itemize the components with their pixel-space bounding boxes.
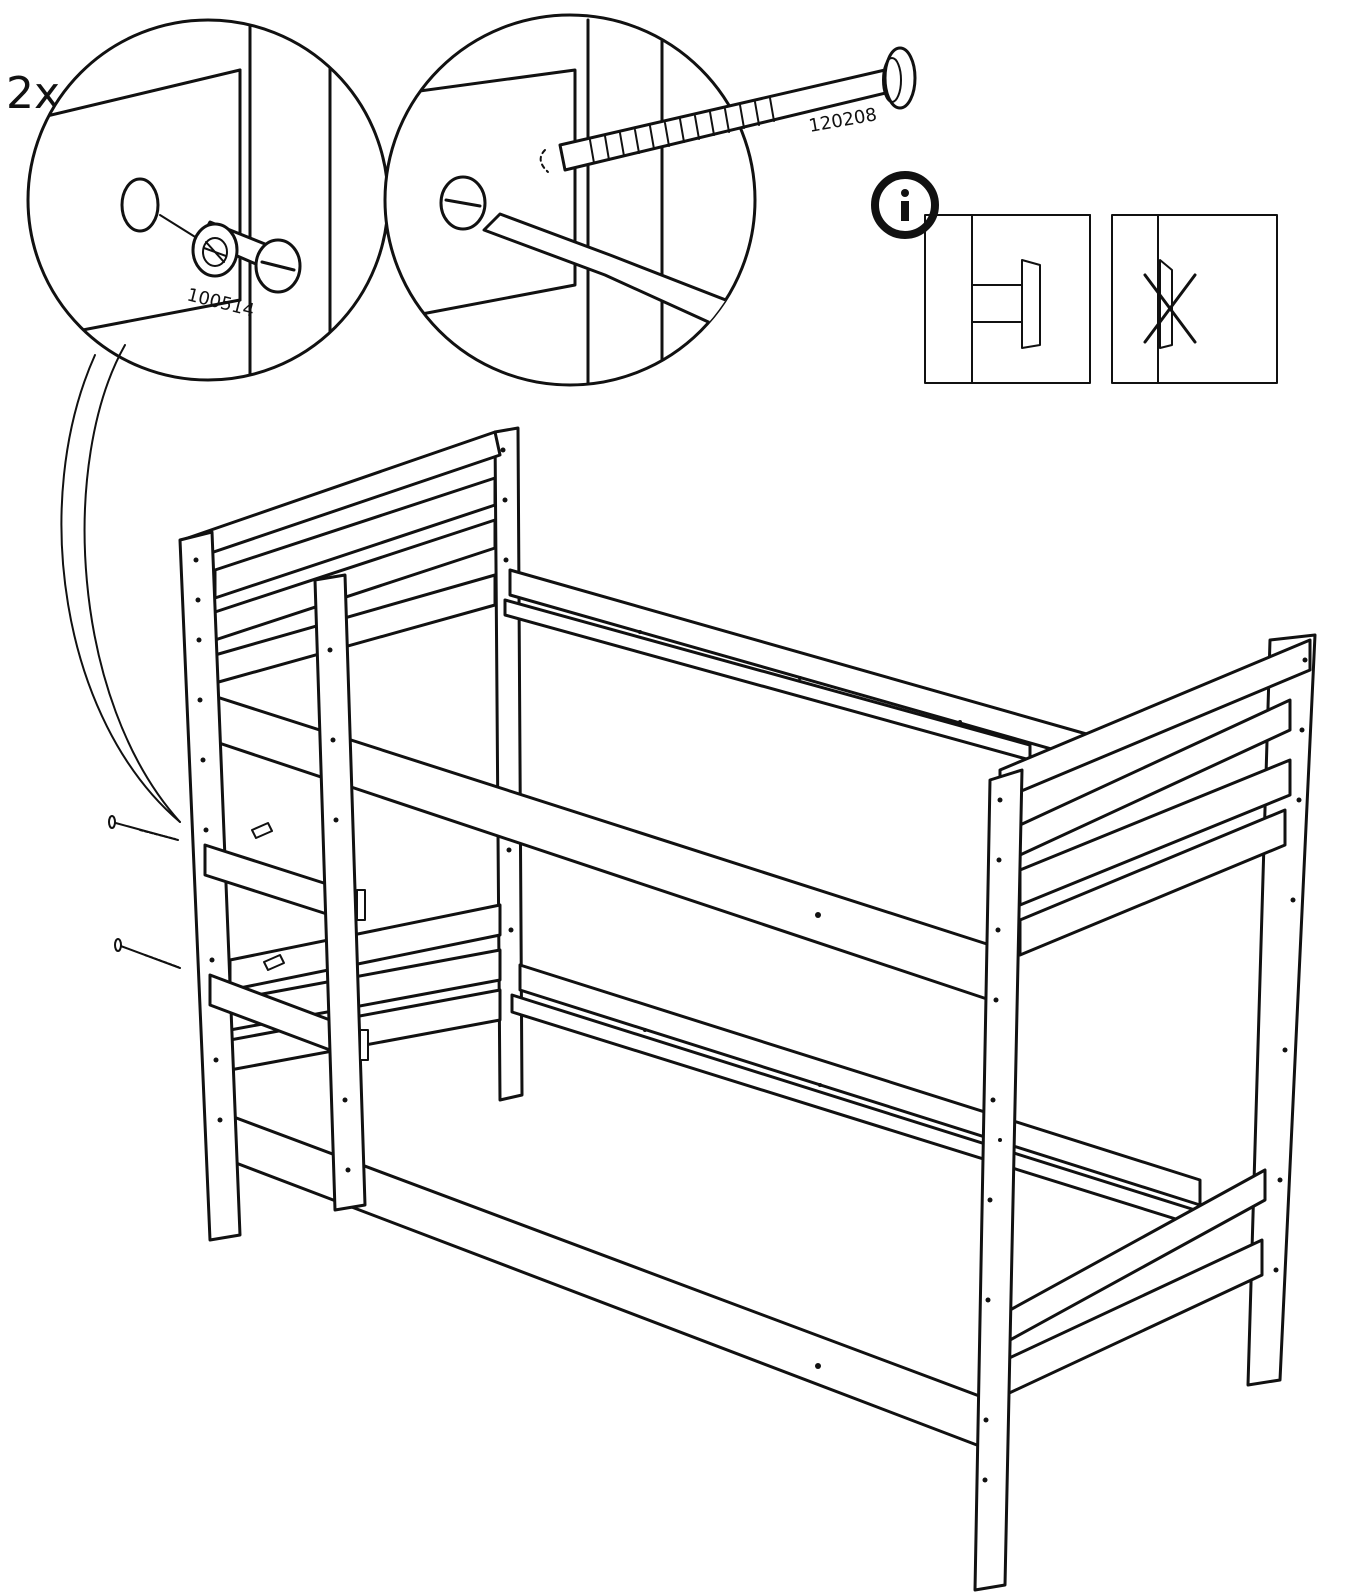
detail-leader-line-outer [60,354,181,823]
barrel-nut-detail-circle: 100514 [26,18,390,382]
bolt-icon [539,46,917,173]
flush-bolt-correct-icon [924,214,1091,384]
info-icon [871,171,939,239]
bolt-icon [114,938,181,969]
info-panel [871,171,1278,384]
barrel-nut-icon [251,822,273,839]
barrel-nut-icon [191,220,302,294]
bolt-icon [108,815,179,841]
bolt-detail-circle: 120208 [383,13,917,387]
bunk-bed-frame [108,426,1317,1592]
detail-leader-line [83,344,181,823]
angled-bolt-incorrect-icon [1111,214,1278,384]
barrel-nut-icon [263,954,285,971]
